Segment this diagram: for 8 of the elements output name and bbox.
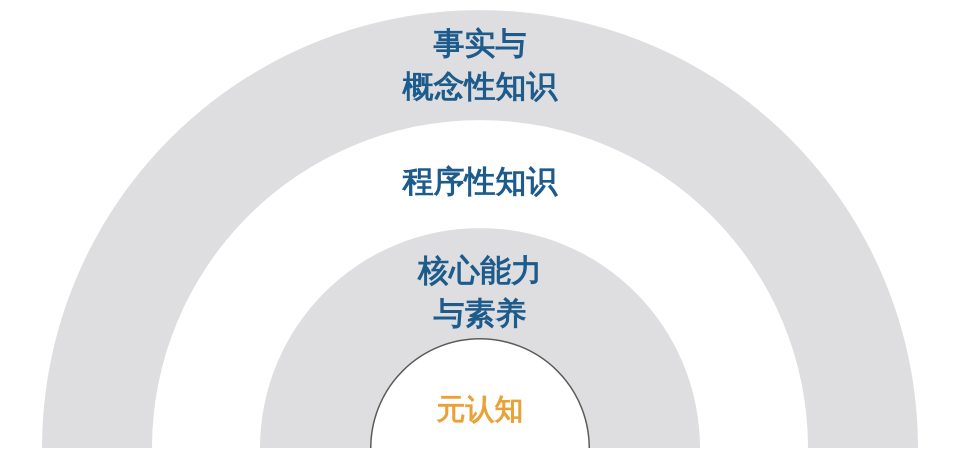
outer-arc-band — [42, 10, 918, 448]
inner-arc-band — [260, 228, 700, 448]
layer-label: 核心能力与素养 — [416, 252, 543, 334]
layer-label: 程序性知识 — [402, 163, 558, 202]
core-label: 元认知 — [436, 391, 524, 428]
layer-label: 事实与概念性知识 — [401, 25, 559, 107]
center-semicircle — [370, 338, 590, 448]
middle-arc-band — [152, 120, 808, 448]
